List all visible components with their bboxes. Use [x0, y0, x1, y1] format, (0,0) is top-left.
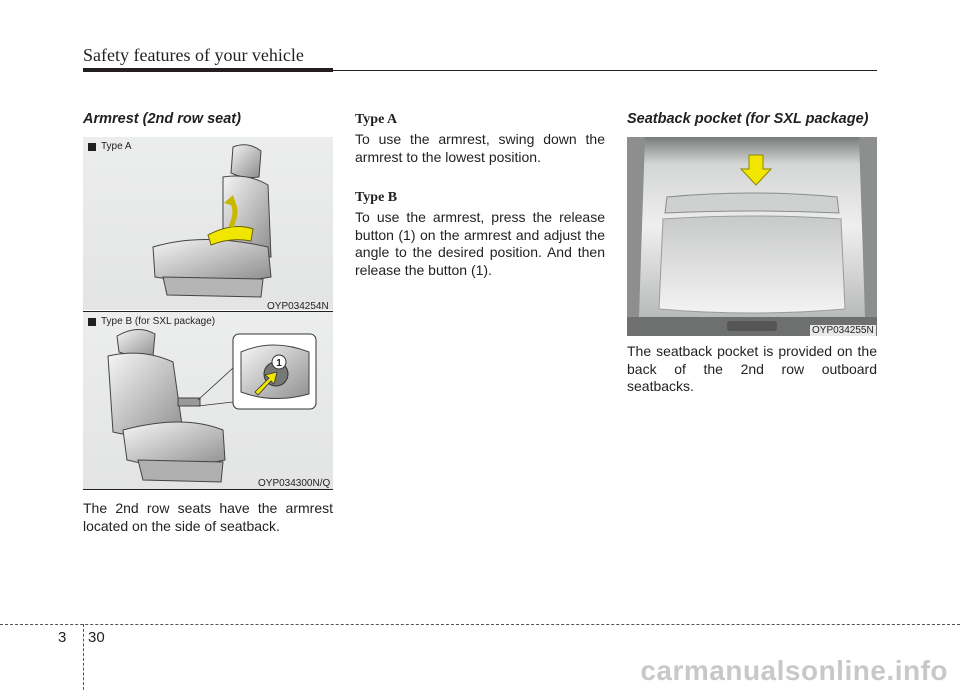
type-b-heading: Type B: [355, 190, 398, 205]
seat-type-b-illustration: 1: [107, 329, 317, 483]
figure-b-code: OYP034300N/Q: [258, 478, 331, 489]
figure-b-divider: [83, 489, 333, 490]
figure-pocket-code: OYP034255N: [810, 325, 876, 336]
bullet-square-icon: [88, 142, 96, 151]
chapter-number: 3: [58, 629, 67, 646]
bullet-square-icon: [88, 317, 96, 326]
page-header-title: Safety features of your vehicle: [83, 45, 304, 65]
footer-dashed-rule: [0, 624, 960, 625]
type-a-heading: Type A: [355, 112, 398, 127]
figure-a-label: Type A: [88, 141, 132, 152]
figure-a-divider: [83, 311, 333, 312]
page-number: 30: [88, 629, 105, 646]
figure-a-code: OYP034254N: [267, 301, 329, 312]
header-rule-thin: [333, 70, 877, 71]
type-a-text: To use the armrest, swing down the armre…: [355, 131, 605, 165]
seatback-pocket-body-text: The seatback pocket is provided on the b…: [627, 343, 877, 394]
watermark: carmanualsonline.info: [640, 655, 948, 686]
header-rule-thick: [83, 68, 333, 72]
seatback-pocket-heading: Seatback pocket (for SXL package): [627, 111, 869, 127]
seat-type-a-illustration: [152, 144, 272, 298]
callout-number: 1: [276, 358, 282, 369]
figure-type-a: [83, 137, 333, 310]
figure-seatback-pocket: [627, 137, 877, 336]
armrest-body-text: The 2nd row seats have the armrest locat…: [83, 500, 333, 534]
armrest-heading: Armrest (2nd row seat): [83, 111, 241, 127]
type-b-text: To use the armrest, press the release bu…: [355, 209, 605, 278]
figure-b-label: Type B (for SXL package): [88, 316, 215, 327]
seatback-pocket-illustration: [627, 137, 877, 336]
figure-type-b: 1: [83, 312, 333, 489]
footer-dashed-vertical-rule: [83, 624, 84, 690]
